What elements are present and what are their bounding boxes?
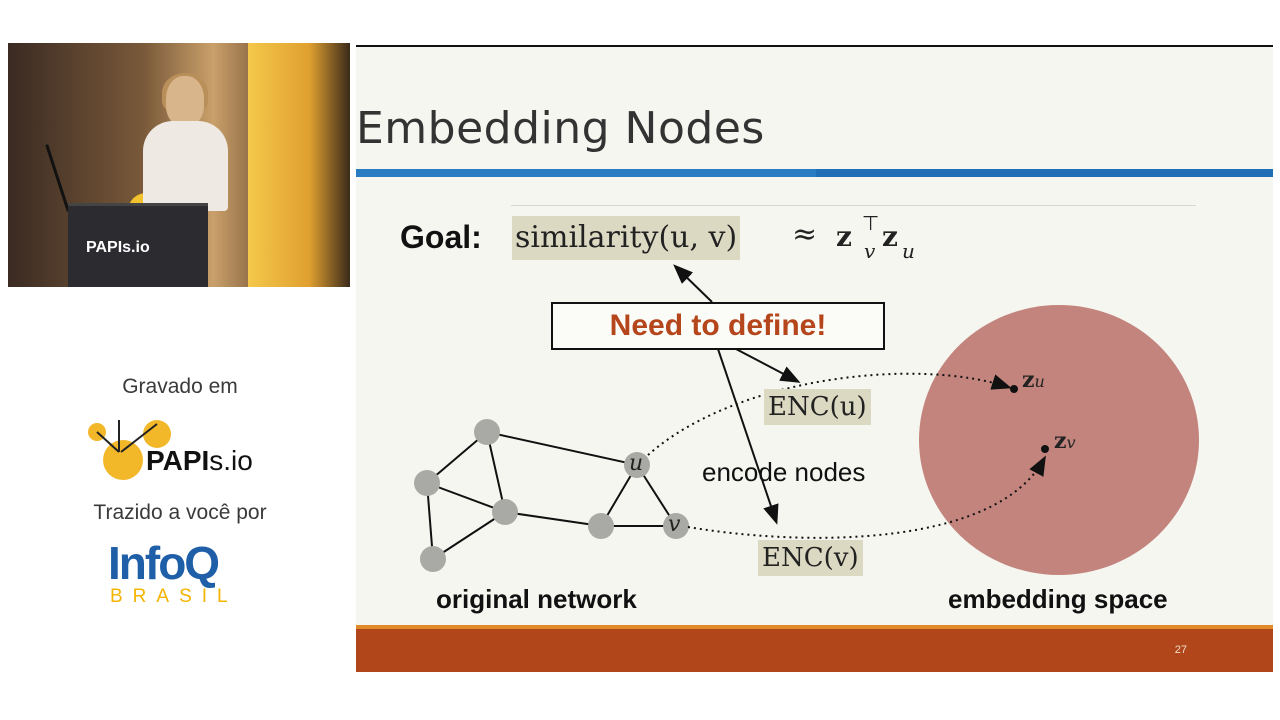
brought-by-label: Trazido a você por <box>93 501 267 524</box>
z-u-vector: z <box>882 220 898 253</box>
goal-label: Goal: <box>400 219 482 255</box>
similarity-expression: similarity(u, v) <box>512 216 741 260</box>
papis-brand-rest: s.io <box>209 445 253 476</box>
infoq-country: BRASIL <box>110 586 238 607</box>
encode-nodes-label: encode nodes <box>702 457 866 487</box>
speaker-video: PAPIs.io <box>8 43 350 287</box>
infoq-wordmark: InfoQ <box>108 537 220 589</box>
z-u-sub: u <box>1034 372 1045 391</box>
papis-logo-icon <box>88 420 171 480</box>
graph-nodes <box>414 419 689 572</box>
z-u-main: z <box>1022 367 1035 393</box>
lectern <box>68 203 208 287</box>
original-network-label: original network <box>436 584 637 614</box>
enc-v-label: ENC(v) <box>758 540 863 576</box>
z-v-vector: z <box>836 220 852 253</box>
stage-backdrop <box>248 43 350 287</box>
slide-page-number: 27 <box>1174 644 1187 656</box>
embedding-space-label: embedding space <box>948 584 1168 614</box>
network-diagram <box>414 264 1049 572</box>
node-u-label: u <box>629 451 644 476</box>
transpose-symbol: ⊤ <box>862 211 880 235</box>
embedding-space-circle <box>919 305 1199 575</box>
papis-brand-text: PAPIs.io <box>146 445 253 477</box>
speaker-body <box>143 121 228 211</box>
z-u-point-label: zu <box>1022 367 1045 393</box>
need-to-define-callout: Need to define! <box>551 302 885 350</box>
title-underline-highlight <box>356 169 816 177</box>
mapping-curve-v <box>687 455 1046 539</box>
presentation-slide: Embedding Nodes Goal: similarity(u, v) ≈… <box>356 45 1273 672</box>
recorded-at-label: Gravado em <box>122 375 238 398</box>
arrow-to-enc-v <box>717 348 779 525</box>
z-v-main: z <box>1054 428 1067 454</box>
slide-footer-bar <box>356 625 1273 672</box>
microphone-stand <box>45 144 70 212</box>
mapping-curve-u <box>647 372 1012 456</box>
arrow-to-enc-u <box>735 348 801 383</box>
z-u-subscript: u <box>902 239 915 263</box>
slide-title: Embedding Nodes <box>356 103 765 154</box>
approx-symbol: ≈ <box>792 217 818 252</box>
arrow-to-similarity <box>673 264 713 303</box>
papis-brand-bold: PAPI <box>146 445 210 476</box>
speaker-head <box>166 76 204 126</box>
z-v-point-label: zv <box>1054 428 1076 454</box>
node-v-label: v <box>668 512 681 537</box>
embedding-point-u <box>1010 385 1018 393</box>
lectern-logo: PAPIs.io <box>86 239 150 256</box>
infoq-logo: InfoQ BRASIL <box>108 538 258 610</box>
divider <box>511 205 1196 206</box>
embedding-point-v <box>1041 445 1049 453</box>
z-v-subscript: v <box>864 239 876 263</box>
z-v-sub: v <box>1066 433 1076 452</box>
enc-u-label: ENC(u) <box>764 389 871 425</box>
